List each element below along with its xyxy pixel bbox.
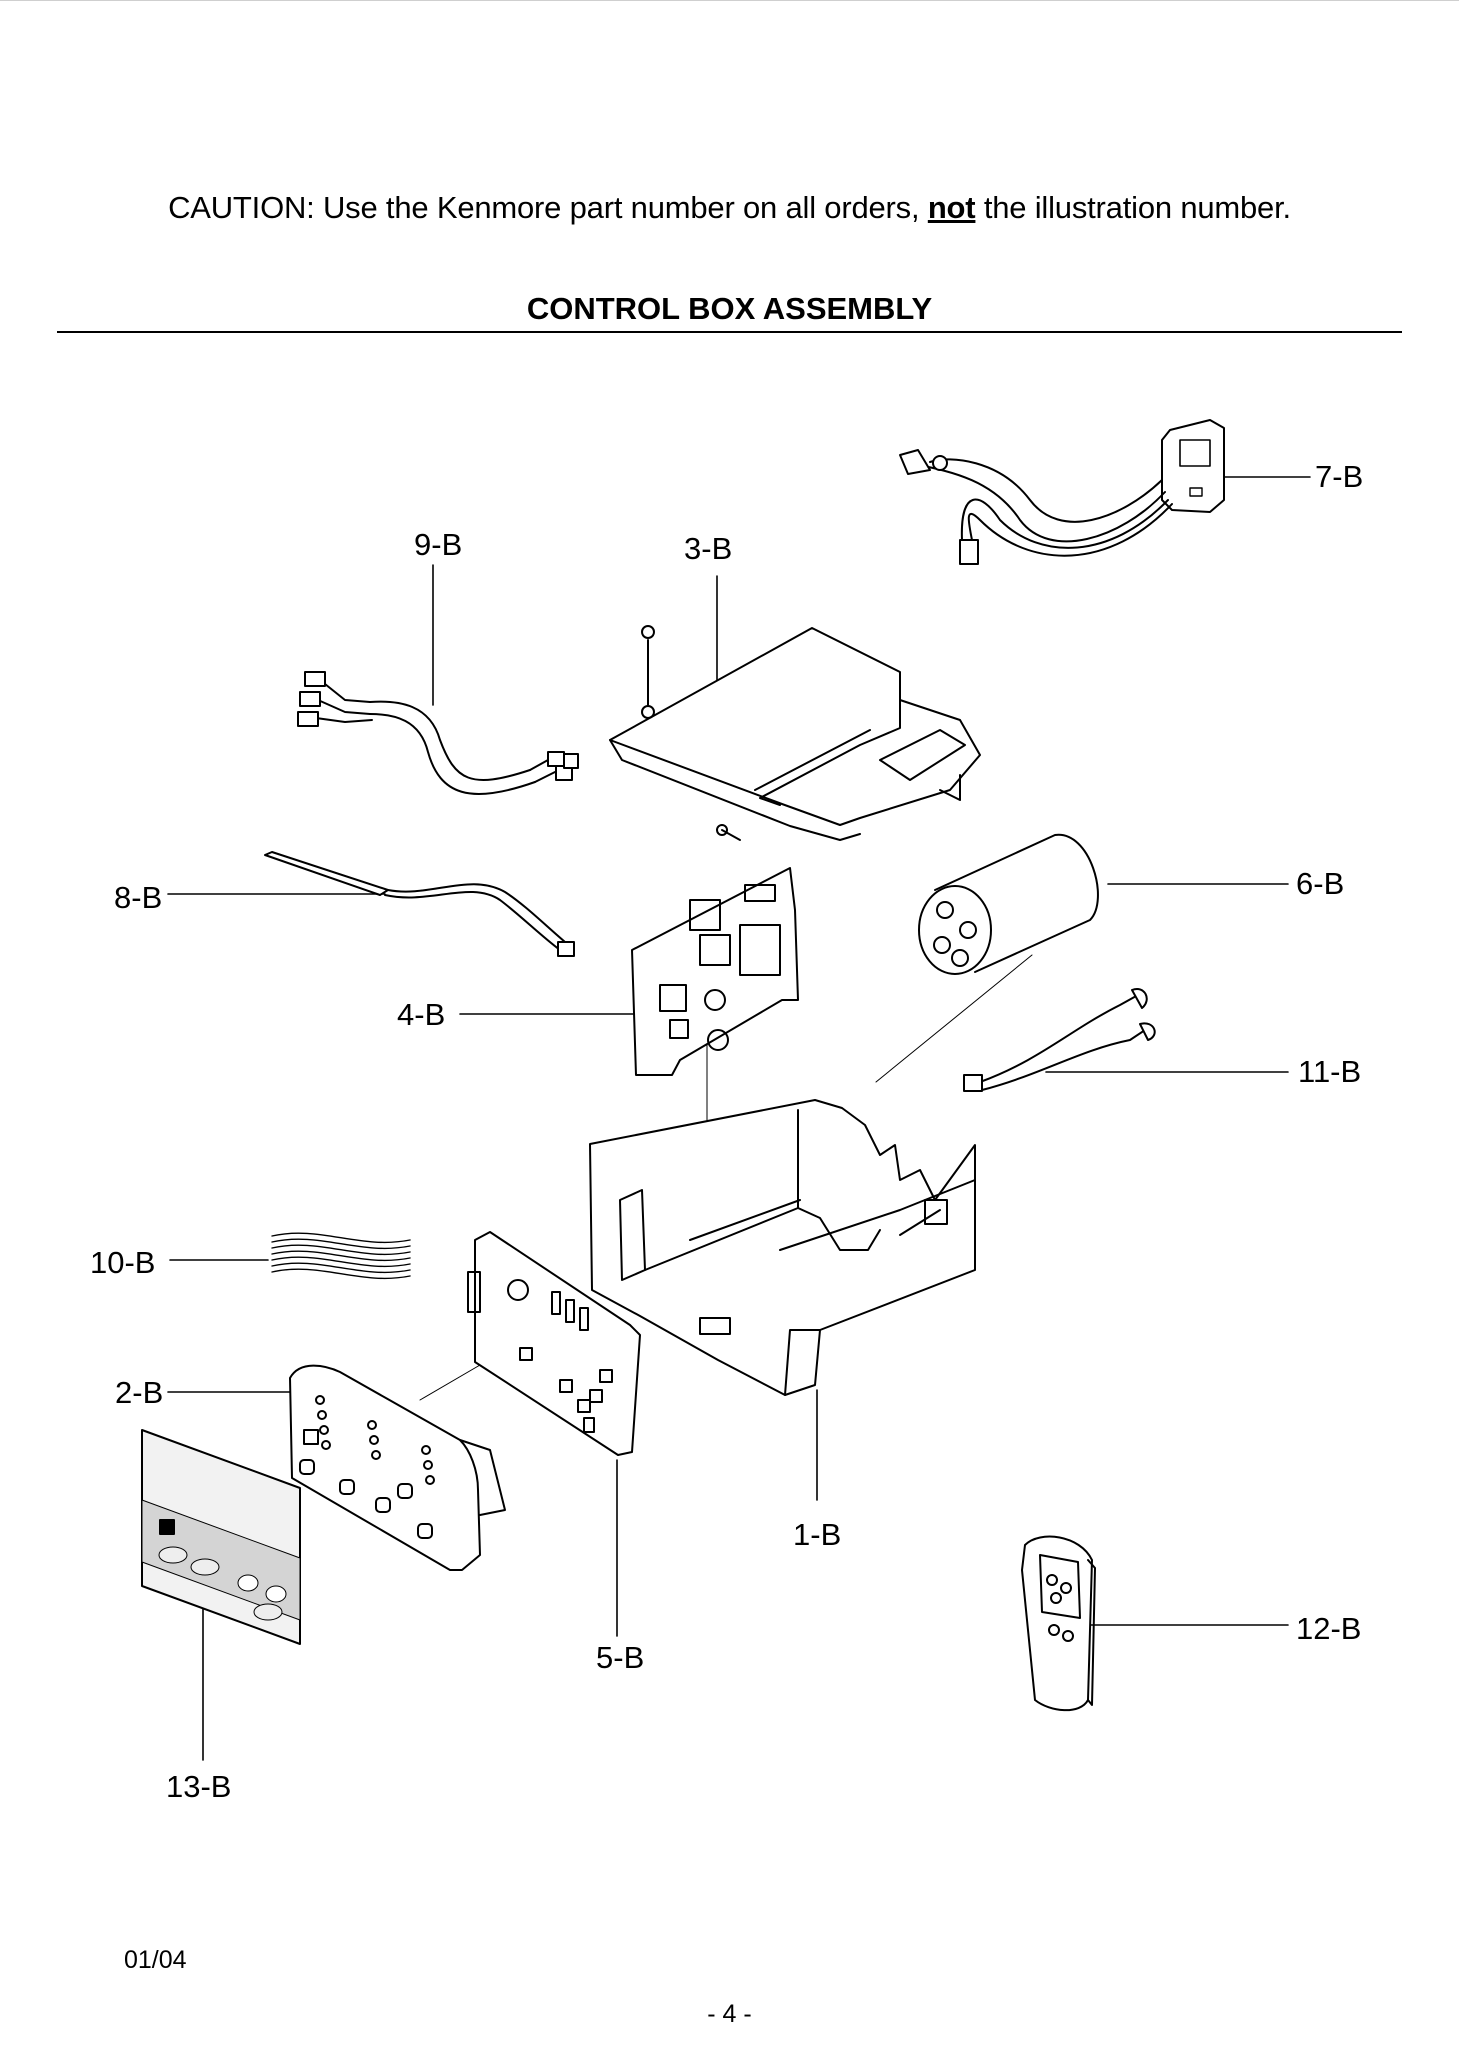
title-rule (57, 331, 1402, 333)
revision-date: 01/04 (124, 1946, 187, 1974)
capacitor-wire-part (963, 988, 1156, 1092)
leader-lines (167, 476, 1311, 1761)
power-cord-part (899, 419, 1225, 565)
callout-9-b: 9-B (414, 527, 463, 562)
front-panel-part (289, 1364, 506, 1571)
wire-harness-part (297, 671, 579, 795)
callout-5-b: 5-B (596, 1640, 645, 1675)
page-top-border (0, 0, 1459, 1)
panel-label-part (141, 1429, 301, 1645)
control-box-housing-part (589, 1099, 976, 1396)
callout-7-b: 7-B (1315, 459, 1364, 494)
display-pcb-part (467, 1231, 641, 1456)
main-pcb-part (631, 824, 799, 1076)
control-box-cover-part (609, 625, 981, 841)
caution-text-suffix: the illustration number. (975, 190, 1291, 225)
ribbon-cable-part (271, 1232, 411, 1280)
callout-10-b: 10-B (90, 1245, 156, 1280)
remote-control-part (1021, 1535, 1096, 1712)
callout-8-b: 8-B (114, 880, 163, 915)
callout-6-b: 6-B (1296, 866, 1345, 901)
page-number: - 4 - (707, 2000, 752, 2028)
callout-2-b: 2-B (115, 1375, 164, 1410)
callout-13-b: 13-B (166, 1769, 232, 1804)
guide-display (419, 1364, 481, 1401)
callout-12-b: 12-B (1296, 1611, 1362, 1646)
callout-4-b: 4-B (397, 997, 446, 1032)
caution-emphasis: not (927, 190, 976, 225)
section-title: CONTROL BOX ASSEMBLY (526, 291, 933, 326)
callout-1-b: 1-B (793, 1517, 842, 1552)
caution-note: CAUTION: Use the Kenmore part number on … (0, 190, 1459, 226)
capacitor-part (918, 833, 1099, 975)
callout-3-b: 3-B (684, 531, 733, 566)
thermistor-wire-part (264, 851, 575, 957)
callout-11-b: 11-B (1298, 1054, 1362, 1089)
guide-capacitor (875, 954, 1033, 1083)
caution-text-prefix: CAUTION: Use the Kenmore part number on … (168, 190, 928, 225)
